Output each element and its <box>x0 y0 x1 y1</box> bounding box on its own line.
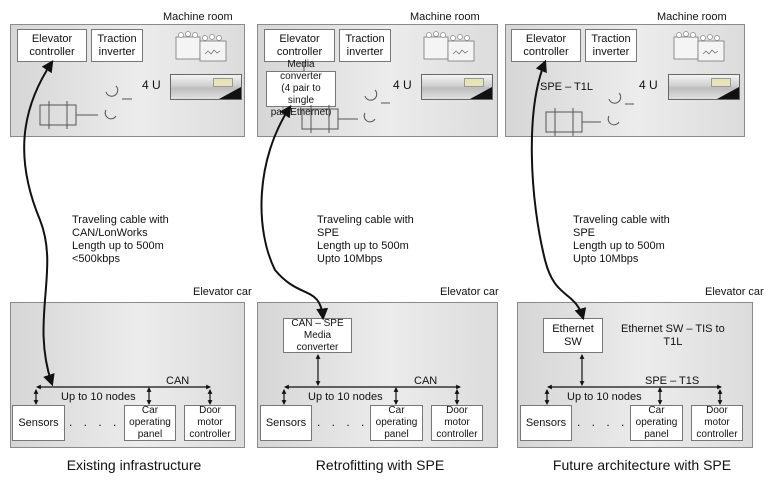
rack-units-label: 4 U <box>639 78 658 92</box>
elevator-car-label: Elevator car <box>193 286 252 298</box>
sensors-node: Sensors <box>520 405 572 441</box>
elevator-controller: Elevator controller <box>264 29 335 62</box>
nodes-label: Up to 10 nodes <box>308 391 383 403</box>
spe-t1l-label: SPE – T1L <box>540 81 593 93</box>
panel-retrofitting-with-spe: Machine room Elevator controller Tractio… <box>255 0 505 484</box>
bus-label: CAN <box>414 375 438 387</box>
panel-caption: Future architecture with SPE <box>552 457 732 473</box>
battery-icon <box>175 31 227 62</box>
traction-inverter: Traction inverter <box>339 29 391 62</box>
nodes-label: Up to 10 nodes <box>61 391 136 403</box>
sensors-node: Sensors <box>12 405 65 441</box>
ellipsis: . . . . . <box>317 415 384 429</box>
media-converter-4pair: Media converter (4 pair to single pair E… <box>266 59 336 118</box>
sensors-node: Sensors <box>260 405 312 441</box>
panel-future-architecture-with-spe: Machine room Elevator controller Tractio… <box>505 0 770 484</box>
ellipsis: . . . . . <box>577 415 644 429</box>
car-operating-panel-node: Car operating panel <box>124 405 176 441</box>
server-rack-icon <box>668 74 740 100</box>
elevator-controller: Elevator controller <box>17 29 87 62</box>
door-motor-controller-node: Door motor controller <box>184 405 236 441</box>
traveling-cable-description: Traveling cable with SPE Length up to 50… <box>573 214 670 265</box>
traveling-cable-description: Traveling cable with SPE Length up to 50… <box>317 214 414 265</box>
panel-existing-infrastructure: Machine room Elevator controller Tractio… <box>0 0 252 484</box>
elevator-controller: Elevator controller <box>511 29 581 62</box>
ellipsis: . . . . . <box>69 415 136 429</box>
door-motor-controller-node: Door motor controller <box>691 405 743 441</box>
traction-inverter: Traction inverter <box>91 29 143 62</box>
server-rack-icon <box>170 74 242 100</box>
machine-room-label: Machine room <box>657 11 727 23</box>
traction-inverter: Traction inverter <box>585 29 637 62</box>
rack-units-label: 4 U <box>393 78 412 92</box>
battery-icon <box>423 31 475 62</box>
can-spe-media-converter: CAN – SPE Media converter <box>283 318 352 353</box>
nodes-label: Up to 10 nodes <box>567 391 642 403</box>
machine-room-label: Machine room <box>410 11 480 23</box>
ethernet-switch-note: Ethernet SW – TIS to T1L <box>621 323 725 348</box>
panel-caption: Existing infrastructure <box>66 457 202 473</box>
machine-room-label: Machine room <box>163 11 233 23</box>
ethernet-switch: Ethernet SW <box>543 318 603 353</box>
elevator-car-label: Elevator car <box>705 286 764 298</box>
door-motor-controller-node: Door motor controller <box>431 405 483 441</box>
bus-label: CAN <box>166 375 190 387</box>
rack-units-label: 4 U <box>142 78 161 92</box>
car-operating-panel-node: Car operating panel <box>630 405 683 441</box>
bus-label: SPE – T1S <box>645 375 700 387</box>
car-operating-panel-node: Car operating panel <box>370 405 423 441</box>
panel-caption: Retrofitting with SPE <box>315 457 445 473</box>
traveling-cable-description: Traveling cable with CAN/LonWorks Length… <box>72 214 169 265</box>
battery-icon <box>673 31 725 62</box>
server-rack-icon <box>421 74 493 100</box>
elevator-car-label: Elevator car <box>440 286 499 298</box>
